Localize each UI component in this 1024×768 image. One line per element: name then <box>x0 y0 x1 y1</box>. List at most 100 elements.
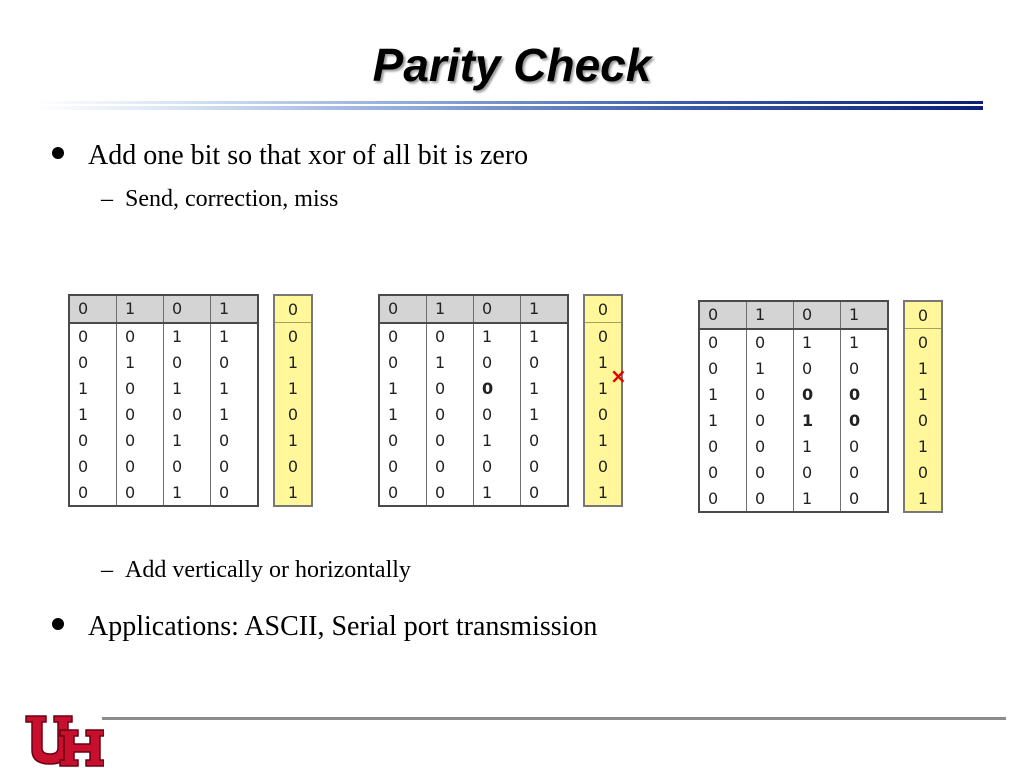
header-cell: 1 <box>426 295 474 324</box>
parity-cell: 1 <box>287 482 299 502</box>
bit-cell: 0 <box>473 453 521 480</box>
bit-cell: 1 <box>163 375 211 402</box>
bullet-1: Add one bit so that xor of all bit is ze… <box>52 140 528 172</box>
bit-cell: 0 <box>746 485 794 512</box>
bit-cell: 0 <box>520 479 569 506</box>
bit-cell: 0 <box>378 427 427 454</box>
bit-cell: 0 <box>426 453 474 480</box>
parity-cell: 1 <box>597 482 609 502</box>
bit-cell: 0 <box>698 459 747 486</box>
error-bit-cell: 0 <box>793 381 841 408</box>
bit-cell: 1 <box>163 479 211 506</box>
parity-cell: 0 <box>274 295 312 323</box>
header-cell: 1 <box>210 295 259 324</box>
bit-cell: 1 <box>163 322 211 350</box>
uh-logo-icon <box>25 715 104 767</box>
bit-cell: 0 <box>378 453 427 480</box>
bit-cell: 0 <box>793 459 841 486</box>
error-x-icon: × <box>610 364 627 388</box>
parity-cell: 0 <box>287 326 299 346</box>
bit-cell: 0 <box>68 453 117 480</box>
parity-cell: 0 <box>917 410 929 430</box>
bit-cell: 0 <box>426 375 474 402</box>
bit-cell: 0 <box>116 453 164 480</box>
bit-cell: 0 <box>163 349 211 376</box>
bit-cell: 0 <box>163 401 211 428</box>
parity-cell: 1 <box>917 436 929 456</box>
error-bit-cell: 1 <box>793 407 841 434</box>
bit-cell: 0 <box>68 427 117 454</box>
header-cell: 1 <box>520 295 569 324</box>
bit-cell: 0 <box>426 479 474 506</box>
parity-cell: 0 <box>597 456 609 476</box>
bit-cell: 1 <box>840 328 889 356</box>
title-underline <box>35 101 983 110</box>
bit-cell: 0 <box>116 322 164 350</box>
parity-cell: 0 <box>597 404 609 424</box>
table-header-row: 0 1 0 1 <box>378 295 569 324</box>
bit-cell: 0 <box>210 427 259 454</box>
parity-cell: 0 <box>584 295 622 323</box>
parity-column: 0 0 1 1 0 1 0 1 <box>903 300 943 513</box>
bit-cell: 0 <box>116 375 164 402</box>
slide-title: Parity Check <box>372 39 652 91</box>
sub-bullet-1-text: Send, correction, miss <box>125 186 339 212</box>
bit-cell: 1 <box>68 375 117 402</box>
parity-cell: 0 <box>917 332 929 352</box>
bit-cell: 0 <box>746 328 794 356</box>
bit-cell: 1 <box>473 479 521 506</box>
parity-cell: 0 <box>287 456 299 476</box>
error-bit-cell: 0 <box>840 381 889 408</box>
bit-cell: 0 <box>840 355 889 382</box>
parity-cell: 1 <box>597 378 609 398</box>
bit-cell: 0 <box>840 459 889 486</box>
parity-cell: 1 <box>917 488 929 508</box>
bit-cell: 0 <box>116 401 164 428</box>
bit-cell: 1 <box>793 485 841 512</box>
header-cell: 1 <box>116 295 164 324</box>
bit-cell: 1 <box>378 401 427 428</box>
bit-cell: 0 <box>163 453 211 480</box>
header-cell: 1 <box>840 301 889 330</box>
bit-cell: 0 <box>698 433 747 460</box>
bit-cell: 1 <box>210 401 259 428</box>
bit-cell: 0 <box>698 485 747 512</box>
bit-cell: 0 <box>793 355 841 382</box>
bit-cell: 1 <box>426 349 474 376</box>
bit-cell: 1 <box>210 322 259 350</box>
bit-cell: 0 <box>840 485 889 512</box>
header-cell: 0 <box>473 295 521 324</box>
header-cell: 0 <box>793 301 841 330</box>
bit-cell: 0 <box>426 427 474 454</box>
bit-cell: 1 <box>473 427 521 454</box>
error-bit-cell: 0 <box>473 375 521 402</box>
parity-cell: 1 <box>597 352 609 372</box>
bullet-dot-icon <box>52 147 64 159</box>
dash-icon: – <box>101 186 113 212</box>
bit-cell: 0 <box>840 433 889 460</box>
bit-cell: 0 <box>116 427 164 454</box>
parity-column: 0 0 1 1 0 1 0 1 <box>273 294 313 507</box>
header-cell: 0 <box>163 295 211 324</box>
bit-cell: 1 <box>210 375 259 402</box>
bit-cell: 0 <box>698 355 747 382</box>
bit-cell: 1 <box>698 381 747 408</box>
bit-cell: 0 <box>116 479 164 506</box>
bit-cell: 0 <box>520 349 569 376</box>
